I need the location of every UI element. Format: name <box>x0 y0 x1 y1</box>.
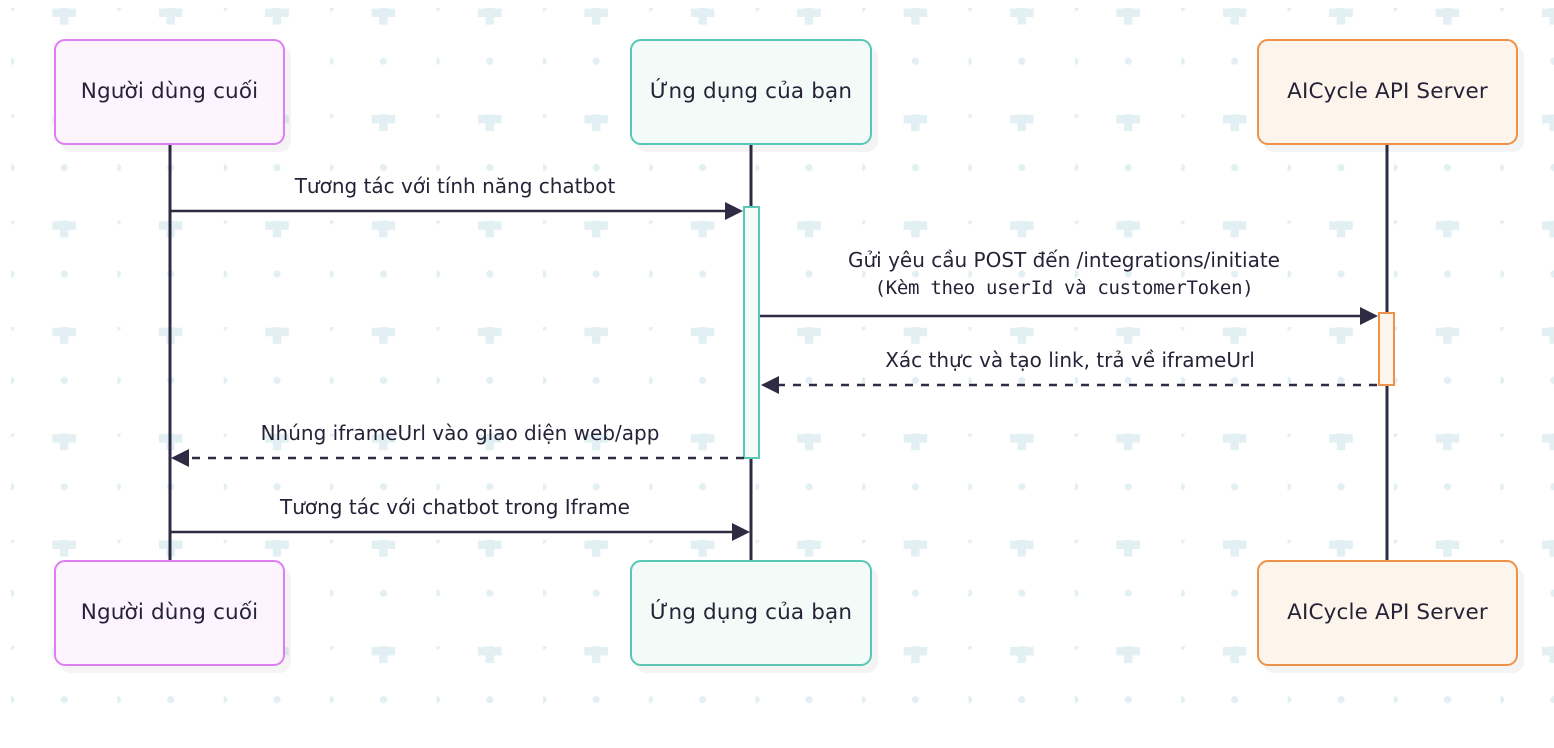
activation-your-app <box>743 206 760 459</box>
participant-label-your-app-bottom: Ứng dụng của bạn <box>649 600 853 626</box>
participant-box-api-server-top[interactable]: AICycle API Server <box>1257 39 1518 145</box>
participant-box-end-user-bottom[interactable]: Người dùng cuối <box>54 560 285 666</box>
message-arrow-4 <box>171 449 744 467</box>
message-arrow-1 <box>170 202 743 220</box>
participant-box-your-app-bottom[interactable]: Ứng dụng của bạn <box>630 560 872 666</box>
participant-box-api-server-bottom[interactable]: AICycle API Server <box>1257 560 1518 666</box>
participant-label-api-server-bottom: AICycle API Server <box>1287 600 1488 626</box>
message-arrow-2 <box>760 307 1378 325</box>
participant-label-your-app-top: Ứng dụng của bạn <box>649 79 853 105</box>
activation-bars <box>743 206 1395 459</box>
participant-label-api-server-top: AICycle API Server <box>1287 79 1488 105</box>
participant-label-end-user-top: Người dùng cuối <box>80 79 259 105</box>
message-arrow-5 <box>170 523 750 541</box>
lifelines <box>168 145 1389 561</box>
message-arrow-3 <box>761 376 1377 394</box>
participant-label-end-user-bottom: Người dùng cuối <box>80 600 259 626</box>
activation-api-server <box>1378 312 1395 386</box>
participant-box-end-user-top[interactable]: Người dùng cuối <box>54 39 285 145</box>
participant-box-your-app-top[interactable]: Ứng dụng của bạn <box>630 39 872 145</box>
